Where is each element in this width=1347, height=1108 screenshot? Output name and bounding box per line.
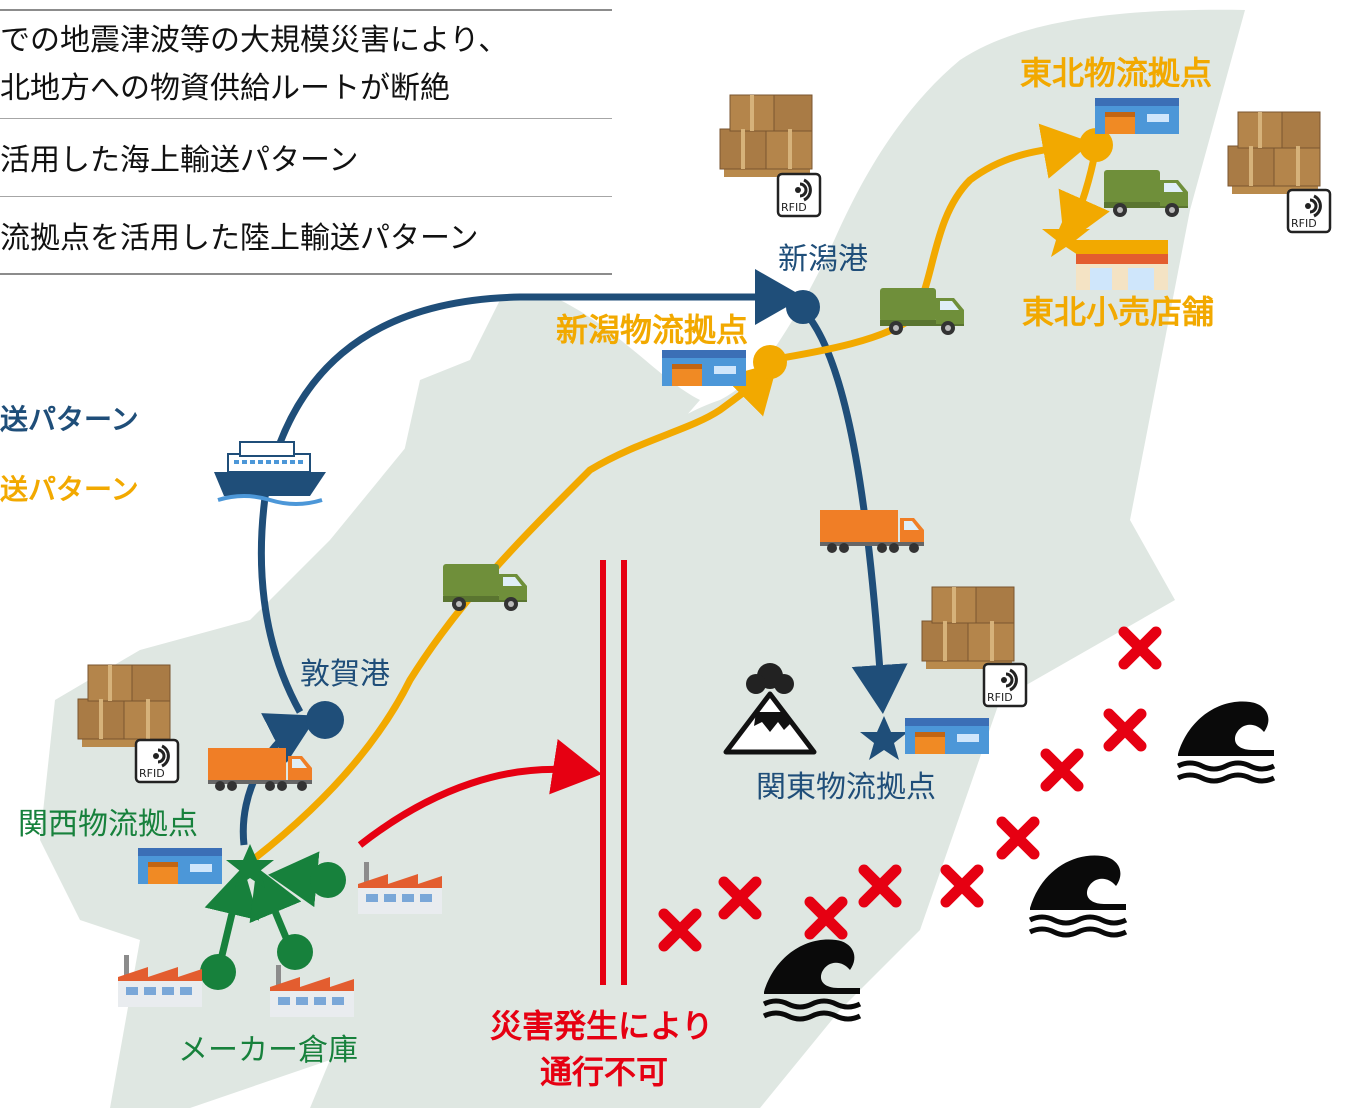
- disaster-label-line-1: 災害発生により: [490, 1007, 714, 1045]
- niigata-port-label: 新潟港: [778, 242, 868, 277]
- cargo-box-icon: [76, 663, 172, 749]
- tsunami-icon: [1178, 702, 1274, 781]
- header-pattern-2: 流拠点を活用した陸上輸送パターン: [0, 221, 479, 256]
- volcano-icon: [723, 663, 817, 755]
- tohoku-store-label: 東北小売店舗: [1022, 293, 1215, 331]
- blocked-x-icon: [1109, 714, 1141, 746]
- cargo-box-icon: [718, 93, 814, 179]
- factory-node-3: [310, 862, 346, 898]
- ship-icon: [214, 441, 326, 506]
- blocked-x-icon: [946, 870, 978, 902]
- tohoku-hub-node: [1079, 128, 1113, 162]
- header-line-2: 北地方への物資供給ルートが断絶: [0, 71, 450, 106]
- niigata-hub-label: 新潟物流拠点: [556, 311, 749, 349]
- tohoku-hub-label: 東北物流拠点: [1020, 54, 1213, 92]
- blocked-barrier: [600, 560, 627, 985]
- kanto-hub-label: 関東物流拠点: [756, 770, 936, 805]
- rfid-label: RFID: [1291, 217, 1317, 230]
- warehouse-icon: [138, 848, 222, 884]
- niigata-hub-node: [753, 345, 787, 379]
- header-line-1: での地震津波等の大規模災害により、: [0, 23, 509, 58]
- tsuruga-port-label: 敦賀港: [300, 657, 390, 692]
- header-rule: [0, 9, 612, 11]
- tsunami-icon: [1030, 856, 1126, 935]
- cargo-box-icon: [1226, 110, 1322, 196]
- warehouse-icon: [662, 350, 746, 386]
- sea-route-niigata-to-kanto: [800, 307, 908, 714]
- land-route-niigata-to-tohoku: [769, 123, 1092, 364]
- maker-warehouse-label: メーカー倉庫: [178, 1033, 358, 1068]
- header-rule: [0, 273, 612, 275]
- blocked-x-icon: [1046, 754, 1078, 786]
- blocked-route-arrow: [357, 739, 602, 848]
- header-pattern-1: 活用した海上輸送パターン: [0, 143, 359, 178]
- rfid-label: RFID: [781, 201, 807, 214]
- header-rule: [0, 118, 612, 119]
- niigata-port-node: [786, 290, 820, 324]
- blocked-x-icon: [1124, 632, 1156, 664]
- store-icon: [1076, 240, 1168, 290]
- peninsula: [400, 360, 560, 500]
- warehouse-icon: [905, 718, 989, 754]
- rfid-label: RFID: [139, 767, 165, 780]
- header-rule: [0, 196, 612, 197]
- land-mass: [40, 9, 1245, 1108]
- factory-node-2: [277, 934, 313, 970]
- factory-node-1: [200, 954, 236, 990]
- blocked-x-icon: [1002, 822, 1034, 854]
- legend-land-route: 送パターン: [0, 473, 139, 506]
- cargo-box-icon: [920, 585, 1016, 671]
- rfid-label: RFID: [987, 691, 1013, 704]
- warehouse-icon: [1095, 98, 1179, 134]
- legend-sea-route: 送パターン: [0, 403, 139, 436]
- land-route-kansai-to-niigata: [247, 362, 778, 865]
- tsuruga-port-node: [306, 701, 344, 739]
- disaster-label-line-2: 通行不可: [540, 1053, 669, 1091]
- kansai-hub-label: 関西物流拠点: [18, 807, 198, 842]
